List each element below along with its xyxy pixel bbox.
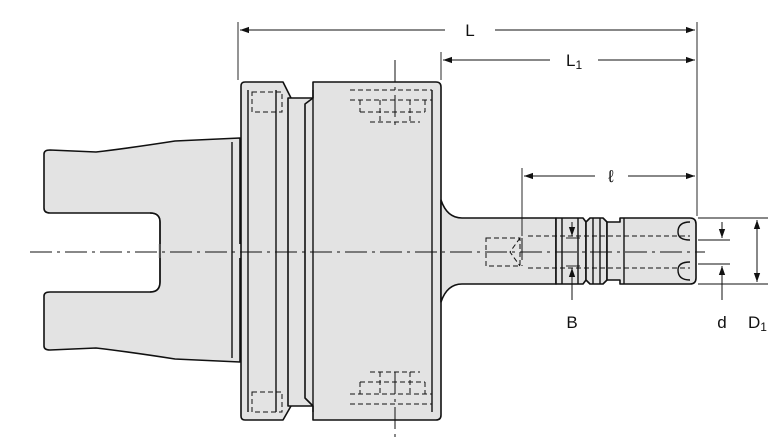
fork-lower-prong xyxy=(43,249,241,363)
label-L1-sub: 1 xyxy=(575,58,582,72)
main-body xyxy=(240,81,442,421)
shaft-ring-1 xyxy=(555,217,587,285)
label-D1-sub: 1 xyxy=(760,320,767,334)
label-l: ℓ xyxy=(607,167,614,186)
extension-lines xyxy=(237,22,768,285)
label-D1: D1 xyxy=(748,313,767,334)
dimension-l: ℓ xyxy=(524,167,695,186)
fork-upper-prong xyxy=(43,137,241,257)
dimension-B: B xyxy=(566,222,580,332)
shaft-tip xyxy=(606,217,697,285)
center-lines xyxy=(30,60,705,442)
label-B: B xyxy=(566,313,577,332)
body-cylinder xyxy=(304,81,442,421)
label-D1-main: D xyxy=(748,313,760,332)
label-L: L xyxy=(465,21,474,40)
label-L1: L1 xyxy=(566,51,582,72)
fork-shank xyxy=(43,137,242,363)
pilot-shaft xyxy=(440,199,697,303)
label-d: d xyxy=(717,313,726,332)
shaft-fillet xyxy=(440,199,557,303)
dimension-L1: L1 xyxy=(443,51,695,72)
dimension-d: d xyxy=(717,222,727,332)
shaft-ring-2 xyxy=(585,217,608,285)
label-L1-main: L xyxy=(566,51,575,70)
dimension-L: L xyxy=(240,21,695,40)
dimension-D1: D1 xyxy=(748,220,767,334)
